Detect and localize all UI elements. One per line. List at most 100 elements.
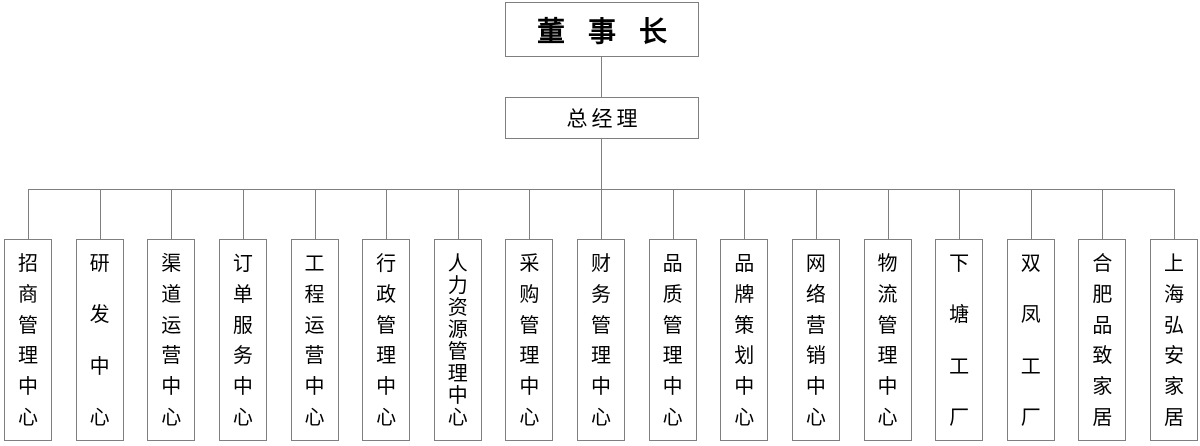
department-char: 物 bbox=[877, 251, 898, 275]
department-char: 务 bbox=[232, 343, 253, 368]
department-char: 品 bbox=[662, 251, 683, 275]
department-char: 服 bbox=[232, 312, 253, 337]
connector-drop-line bbox=[1174, 189, 1175, 239]
department-char: 中 bbox=[447, 383, 468, 407]
department-box: 网络营销中心 bbox=[791, 239, 840, 441]
department-char: 中 bbox=[591, 374, 611, 399]
chairman-label: 董事长 bbox=[536, 14, 690, 48]
connector-drop-line bbox=[1030, 189, 1032, 239]
department-char: 采 bbox=[519, 251, 540, 275]
department-char: 心 bbox=[805, 404, 826, 429]
department-char: 中 bbox=[805, 374, 826, 399]
department-char: 心 bbox=[662, 404, 683, 429]
connector-drop-line bbox=[815, 189, 817, 239]
department-char: 理 bbox=[877, 343, 898, 368]
department-char: 质 bbox=[662, 281, 683, 306]
department-char: 中 bbox=[662, 374, 683, 399]
department-char: 厂 bbox=[1020, 404, 1041, 429]
department-node: 渠道运营中心 bbox=[147, 189, 196, 442]
department-char: 居 bbox=[1092, 404, 1113, 429]
department-box: 渠道运营中心 bbox=[147, 239, 196, 441]
department-char: 管 bbox=[877, 312, 898, 337]
department-char: 中 bbox=[734, 374, 755, 399]
department-box: 上海弘安家居 bbox=[1150, 239, 1198, 441]
department-char: 肥 bbox=[1092, 281, 1113, 306]
department-char: 理 bbox=[447, 361, 468, 385]
connector-drop-line bbox=[99, 189, 101, 239]
department-char: 理 bbox=[662, 343, 683, 368]
connector-drop-line bbox=[529, 189, 531, 239]
department-char: 致 bbox=[1092, 343, 1113, 368]
department-char: 人 bbox=[447, 251, 468, 275]
department-box: 品牌策划中心 bbox=[720, 239, 769, 441]
department-char: 中 bbox=[519, 374, 540, 399]
department-node: 采购管理中心 bbox=[505, 189, 554, 442]
department-char: 政 bbox=[376, 281, 397, 306]
department-node: 品牌策划中心 bbox=[720, 189, 769, 442]
department-char: 力 bbox=[447, 273, 468, 297]
department-char: 管 bbox=[591, 312, 611, 337]
connector-drop-line bbox=[457, 189, 459, 239]
department-char: 心 bbox=[519, 404, 540, 429]
department-node: 品质管理中心 bbox=[648, 189, 697, 442]
department-char: 资 bbox=[447, 295, 468, 319]
department-box: 行政管理中心 bbox=[362, 239, 411, 441]
department-char: 络 bbox=[805, 281, 826, 306]
connector-drop-line bbox=[242, 189, 244, 239]
department-char: 中 bbox=[89, 353, 110, 378]
department-char: 工 bbox=[304, 251, 325, 275]
connector-gm-departments bbox=[601, 139, 602, 189]
department-char: 心 bbox=[304, 404, 325, 429]
department-box: 采购管理中心 bbox=[505, 239, 554, 441]
department-char: 网 bbox=[805, 251, 826, 275]
connector-drop-line bbox=[744, 189, 746, 239]
connector-drop-line bbox=[386, 189, 388, 239]
department-char: 营 bbox=[805, 312, 826, 337]
department-char: 心 bbox=[89, 404, 110, 429]
department-box: 物流管理中心 bbox=[863, 239, 912, 441]
department-node: 订单服务中心 bbox=[218, 189, 267, 442]
department-char: 管 bbox=[519, 312, 540, 337]
department-char: 理 bbox=[519, 343, 540, 368]
department-char: 心 bbox=[591, 404, 611, 429]
department-char: 居 bbox=[1164, 404, 1184, 429]
department-char: 中 bbox=[232, 374, 253, 399]
department-char: 单 bbox=[232, 281, 253, 306]
department-char: 道 bbox=[161, 281, 182, 306]
department-node: 招商管理中心 bbox=[4, 189, 52, 442]
department-char: 工 bbox=[1020, 353, 1041, 378]
department-char: 下 bbox=[949, 251, 970, 275]
org-node-chairman: 董事长 bbox=[505, 2, 699, 57]
department-box: 财务管理中心 bbox=[577, 239, 625, 441]
connector-drop-line bbox=[171, 189, 173, 239]
department-char: 财 bbox=[591, 251, 611, 275]
department-char: 管 bbox=[376, 312, 397, 337]
department-node: 人力资源管理中心 bbox=[433, 189, 482, 442]
department-node: 网络营销中心 bbox=[791, 189, 840, 442]
department-char: 心 bbox=[447, 405, 468, 429]
department-box: 研发中心 bbox=[75, 239, 124, 441]
department-char: 塘 bbox=[949, 302, 970, 327]
department-char: 家 bbox=[1092, 374, 1113, 399]
department-node: 研发中心 bbox=[75, 189, 124, 442]
department-char: 运 bbox=[304, 312, 325, 337]
department-char: 营 bbox=[304, 343, 325, 368]
department-char: 合 bbox=[1092, 251, 1113, 275]
department-char: 品 bbox=[734, 251, 755, 275]
department-char: 划 bbox=[734, 343, 755, 368]
department-char: 流 bbox=[877, 281, 898, 306]
connector-chairman-gm bbox=[601, 57, 602, 97]
department-node: 合肥品致家居 bbox=[1078, 189, 1127, 442]
department-char: 管 bbox=[662, 312, 683, 337]
department-node: 工程运营中心 bbox=[290, 189, 339, 442]
department-char: 心 bbox=[232, 404, 253, 429]
department-char: 牌 bbox=[734, 281, 755, 306]
department-char: 发 bbox=[89, 302, 110, 327]
department-char: 销 bbox=[805, 343, 826, 368]
connector-drop-line bbox=[887, 189, 889, 239]
department-box: 合肥品致家居 bbox=[1078, 239, 1127, 441]
department-char: 心 bbox=[877, 404, 898, 429]
department-char: 心 bbox=[161, 404, 182, 429]
department-node: 双凤工厂 bbox=[1006, 189, 1055, 442]
